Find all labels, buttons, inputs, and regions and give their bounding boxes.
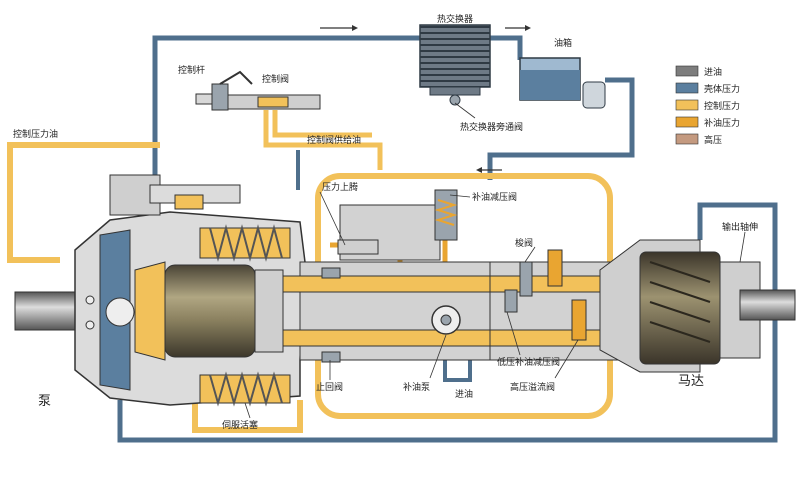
label-control-lever: 控制杆 [178,64,205,76]
label-pump: 泵 [38,394,51,409]
legend-label: 控制压力 [704,100,740,112]
oil-tank [519,57,606,109]
heat-exchanger [419,24,491,106]
manifold [282,189,494,363]
label-oil-inlet: 进油 [455,388,473,400]
legend-label: 进油 [704,66,722,78]
legend-label: 壳体压力 [704,83,740,95]
label-control-valve: 控制阀 [262,73,289,85]
legend-item: 高压 [675,133,722,146]
label-low-pressure-makeup-relief: 低压补油减压阀 [497,356,560,368]
label-control-valve-supply: 控制阀供给油 [307,134,361,146]
label-pressure-rise: 压力上腾 [322,181,358,193]
legend-label: 高压 [704,134,722,146]
control-valve [195,70,321,111]
leader-lines [244,102,746,419]
diagram-labels: 热交换器 油箱 控制杆 控制阀 热交换器旁通阀 控制压力油 控制阀供给油 压力上… [13,13,758,431]
label-control-pressure-oil: 控制压力油 [13,128,58,140]
legend-item: 控制压力 [675,99,740,112]
label-motor: 马达 [678,374,704,389]
legend-swatch [675,133,699,145]
label-heat-exchanger-bypass: 热交换器旁通阀 [460,121,523,133]
flow-arrows [320,25,531,173]
legend-item: 进油 [675,65,722,78]
legend-label: 补油压力 [704,117,740,129]
motor [489,239,796,373]
label-makeup-pump: 补油泵 [403,381,430,393]
label-high-pressure-overflow: 高压溢流阀 [510,381,555,393]
label-check-valve: 止回阀 [316,381,343,393]
legend-swatch [675,82,699,94]
label-shuttle-valve: 梭阀 [515,237,533,249]
pump [14,174,306,407]
label-output-shaft: 输出轴伸 [722,221,758,233]
label-oil-tank: 油箱 [554,37,572,49]
label-makeup-relief-valve: 补油减压阀 [472,191,517,203]
legend-swatch [675,65,699,77]
legend: 进油 壳体压力 控制压力 补油压力 高压 [675,65,740,146]
legend-item: 补油压力 [675,116,740,129]
label-heat-exchanger: 热交换器 [437,13,473,25]
legend-swatch [675,116,699,128]
legend-swatch [675,99,699,111]
legend-item: 壳体压力 [675,82,740,95]
label-servo-piston: 伺服活塞 [222,419,258,431]
